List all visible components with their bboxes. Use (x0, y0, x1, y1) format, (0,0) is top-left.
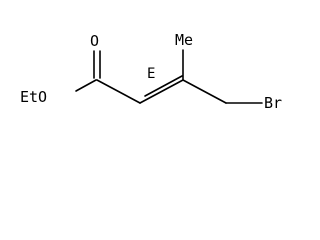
methyl-label: Me (175, 31, 193, 49)
bond-to-ch2 (182, 79, 227, 104)
bond-carbonyl-alpha (96, 79, 141, 104)
structure-diagram: EtO O Me Br E (20, 31, 282, 112)
molecule-drawing: EtO O Me Br E (20, 31, 282, 112)
ethoxy-label: EtO (20, 88, 47, 106)
carbonyl-oxygen-label: O (90, 32, 99, 50)
stereo-descriptor-label: E (147, 66, 155, 82)
bromine-label: Br (264, 94, 282, 112)
bond-ethoxy-carbonyl (75, 79, 97, 92)
bond-alkene-b (144, 75, 183, 97)
bond-alkene-a (139, 79, 184, 104)
